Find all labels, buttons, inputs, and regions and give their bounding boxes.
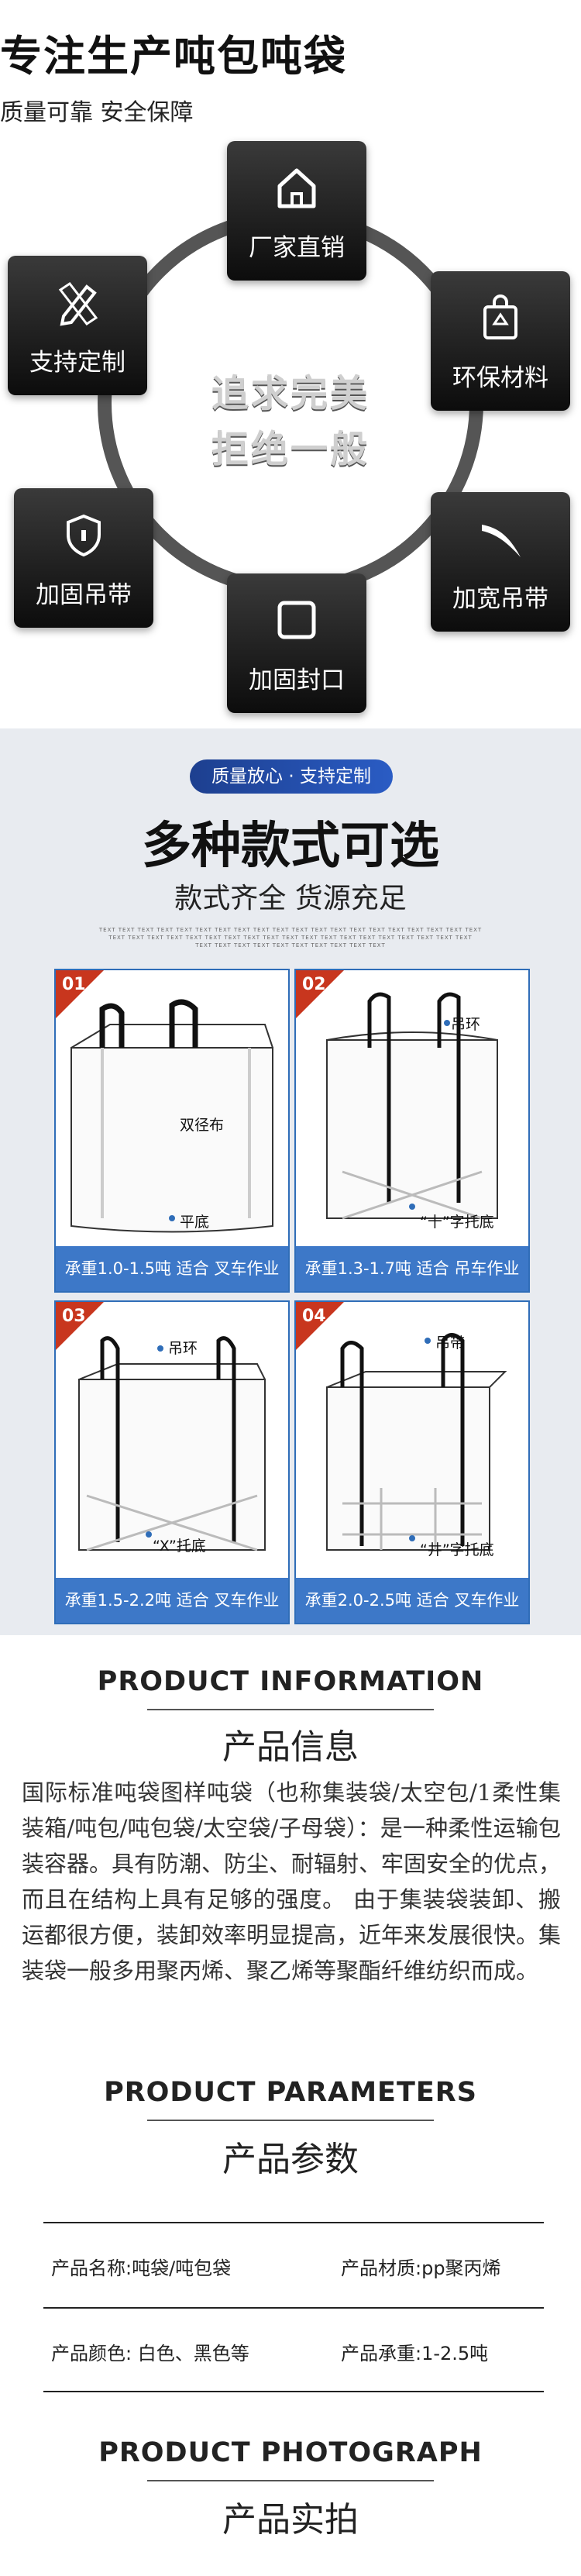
styles-section: 质量放心 · 支持定制 多种款式可选 款式齐全 货源充足 TEXT TEXT T…	[0, 728, 581, 1635]
card-number-corner	[296, 970, 344, 1018]
bag-tag: 吊带	[435, 1334, 466, 1352]
bag-tag: “十”字托底	[420, 1214, 494, 1231]
divider	[147, 2480, 434, 2481]
center-slogan-2: 拒绝一般	[211, 428, 370, 471]
bag-tag: 双径布	[180, 1117, 225, 1134]
param-color: 产品颜色: 白色、黑色等	[51, 2343, 249, 2364]
house-icon	[227, 163, 366, 212]
hero-title: 专注生产吨包吨袋	[0, 32, 347, 81]
recycle-bag-icon	[431, 293, 570, 343]
bag-tag: 吊环	[168, 1340, 198, 1357]
params-heading-en: PRODUCT PARAMETERS	[104, 2077, 477, 2108]
photo-heading-en: PRODUCT PHOTOGRAPH	[98, 2437, 483, 2468]
hero-subtitle: 质量可靠 安全保障	[0, 99, 194, 126]
card-number: 02	[302, 975, 326, 994]
square-seal-icon	[227, 595, 366, 645]
feature-wide-strap: 加宽吊带	[431, 492, 570, 632]
bag-tag: 吊环	[451, 1016, 481, 1033]
tiny-text: TEXT TEXT TEXT TEXT TEXT TEXT TEXT TEXT …	[108, 935, 473, 941]
bag-tag: “井”字托底	[420, 1541, 494, 1558]
style-card-02: 吊环 “十”字托底 02 承重1.3-1.7吨 适合 吊车作业	[294, 969, 530, 1293]
feature-label: 加宽吊带	[452, 585, 548, 613]
card-footer: 承重1.3-1.7吨 适合 吊车作业	[296, 1246, 528, 1291]
quality-badge: 质量放心 · 支持定制	[190, 759, 393, 794]
param-load: 产品承重:1-2.5吨	[341, 2343, 489, 2364]
center-slogan-1: 追求完美	[211, 372, 370, 415]
bag-illustration	[326, 1333, 507, 1551]
params-table: 产品名称:吨袋/吨包袋 产品材质:pp聚丙烯 产品颜色: 白色、黑色等 产品承重…	[43, 2222, 544, 2392]
bag-tag: “X”托底	[153, 1538, 206, 1555]
styles-subtitle: 款式齐全 货源充足	[174, 883, 407, 914]
style-card-01: 双径布 平底 01 承重1.0-1.5吨 适合 叉车作业	[54, 969, 290, 1293]
info-heading-cn: 产品信息	[222, 1727, 359, 1767]
card-footer: 承重1.5-2.2吨 适合 叉车作业	[56, 1578, 288, 1623]
card-number: 03	[62, 1307, 86, 1326]
strap-curve-icon	[431, 514, 570, 563]
card-number-corner	[56, 970, 104, 1018]
feature-label: 加固封口	[249, 666, 345, 694]
card-footer: 承重2.0-2.5吨 适合 叉车作业	[296, 1578, 528, 1623]
bag-tag: 平底	[180, 1214, 210, 1231]
shield-icon	[14, 510, 153, 560]
feature-label: 厂家直销	[249, 234, 345, 262]
feature-label: 加固吊带	[36, 581, 132, 609]
feature-custom: 支持定制	[8, 256, 147, 395]
info-body: 国际标准吨袋图样吨袋（也称集装袋/太空包/1柔性集装箱/吨包/吨包袋/太空袋/子…	[22, 1779, 562, 1984]
feature-label: 环保材料	[452, 364, 548, 392]
info-heading-en: PRODUCT INFORMATION	[97, 1666, 484, 1697]
feature-reinforced-strap: 加固吊带	[14, 488, 153, 628]
table-row: 产品名称:吨袋/吨包袋 产品材质:pp聚丙烯	[43, 2222, 544, 2307]
card-number-corner	[56, 1302, 104, 1350]
card-number: 04	[302, 1307, 326, 1326]
feature-eco-material: 环保材料	[431, 271, 570, 411]
styles-title: 多种款式可选	[142, 818, 439, 875]
style-card-04: 吊带 “井”字托底 04 承重2.0-2.5吨 适合 叉车作业	[294, 1300, 530, 1624]
style-card-03: 吊环 “X”托底 03 承重1.5-2.2吨 适合 叉车作业	[54, 1300, 290, 1624]
param-name: 产品名称:吨袋/吨包袋	[51, 2257, 232, 2279]
card-footer: 承重1.0-1.5吨 适合 叉车作业	[56, 1246, 288, 1291]
divider	[147, 1709, 434, 1710]
hero-section: 专注生产吨包吨袋 质量可靠 安全保障 追求完美 拒绝一般 厂家直销 环保材料 加	[0, 0, 581, 728]
card-number: 01	[62, 975, 86, 994]
pencil-ruler-icon	[8, 277, 147, 327]
photo-heading-cn: 产品实拍	[222, 2500, 359, 2540]
params-heading-cn: 产品参数	[222, 2140, 359, 2179]
feature-reinforced-seal: 加固封口	[227, 573, 366, 713]
divider	[147, 2120, 434, 2121]
feature-factory-direct: 厂家直销	[227, 141, 366, 281]
table-row: 产品颜色: 白色、黑色等 产品承重:1-2.5吨	[43, 2307, 544, 2392]
tiny-text: TEXT TEXT TEXT TEXT TEXT TEXT TEXT TEXT …	[98, 927, 483, 933]
tiny-text: TEXT TEXT TEXT TEXT TEXT TEXT TEXT TEXT …	[195, 942, 386, 949]
feature-label: 支持定制	[29, 349, 125, 377]
bag-illustration	[326, 992, 498, 1220]
card-number-corner	[296, 1302, 344, 1350]
param-material: 产品材质:pp聚丙烯	[341, 2257, 501, 2279]
